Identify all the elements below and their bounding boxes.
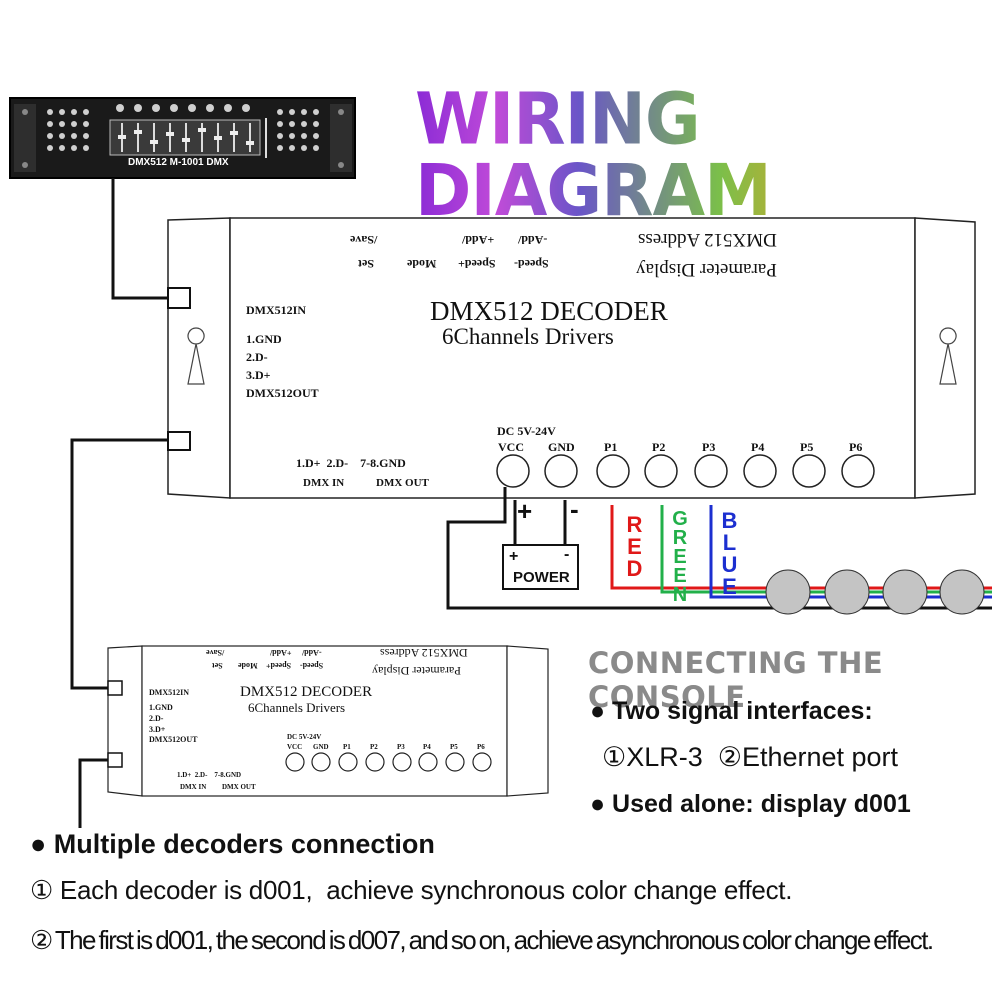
power-supply [502,544,579,590]
parameter-display-label: Parameter Display [636,259,777,280]
terminal-p2-label: P2 [652,440,666,454]
terminal-gnd-label: GND [548,440,575,454]
terminal-p4-label: P4 [751,440,765,454]
small-terminal-gnd: GND [313,743,329,751]
mode-button-label: Mode [407,257,437,271]
multiple-line-1: ① Each decoder is d001, achieve synchron… [30,875,793,905]
save-button-label: /Save [350,233,378,247]
dc-voltage-label: DC 5V-24V [497,424,556,438]
small-add-plus-label: +Add/ [270,648,292,657]
small-terminal-p5: P5 [450,743,458,751]
small-dc-label: DC 5V-24V [287,733,322,741]
terminal-p5-label: P5 [800,440,814,454]
small-decoder-subtitle: 6Channels Drivers [248,700,346,715]
power-minus-label: - [564,546,570,563]
pin1-label: 1.GND [246,332,282,346]
small-save-label: /Save [206,648,225,657]
small-terminal-p3: P3 [397,743,405,751]
red-wire-label: RED [622,512,647,578]
small-dmx-address-label: DMX512 Address [380,646,468,660]
interface-options: ①XLR-3 ②Ethernet port [602,742,899,772]
bottom-dmx-in-label: DMX IN [303,477,345,489]
small-dmx-in-label: DMX512IN [149,688,189,697]
minus-wire-label: - [570,494,579,524]
small-terminal-vcc: VCC [287,743,303,751]
led-pixels [765,569,985,615]
multiple-decoders-heading: ● Multiple decoders connection [30,829,435,859]
small-terminal-p6: P6 [477,743,485,751]
small-speed-plus-label: Speed+ [266,661,292,670]
small-pin1-label: 1.GND [149,703,173,712]
add-plus-label: +Add/ [462,233,495,247]
terminal-vcc-label: VCC [498,440,524,454]
small-bottom-out: DMX OUT [222,783,256,791]
blue-wire-label: BLUE [717,508,742,596]
dmx-address-label: DMX512 Address [638,229,777,250]
small-add-minus-label: -Add/ [302,648,322,657]
small-decoder-name: DMX512 DECODER [240,684,373,700]
power-label: POWER [513,569,570,586]
two-signal-interfaces: ● Two signal interfaces: [590,697,873,725]
add-minus-label: -Add/ [518,233,548,247]
speed-plus-label: Speed+ [458,257,496,271]
small-bottom-in: DMX IN [180,783,207,791]
decoder-main [167,217,976,499]
speed-minus-label: Speed- [514,257,549,271]
dmx-out-label: DMX512OUT [246,386,319,400]
dmx-in-label: DMX512IN [246,303,306,317]
power-plus-label: + [509,548,519,565]
pin3-label: 3.D+ [246,368,271,382]
small-pin2-label: 2.D- [149,714,164,723]
used-alone-note: ● Used alone: display d001 [590,790,911,818]
terminal-p3-label: P3 [702,440,716,454]
plus-wire-label: + [517,496,533,526]
small-terminal-p2: P2 [370,743,378,751]
small-speed-minus-label: Speed- [300,661,324,670]
small-dmx-out-label: DMX512OUT [149,735,198,744]
decoder-name: DMX512 DECODER [430,296,668,326]
decoder-subtitle: 6Channels Drivers [442,324,614,349]
decoder-second [107,645,549,797]
green-wire-label: GREEN [669,508,691,603]
page-title: WIRING DIAGRAM [415,84,1000,228]
console-brand-label: DMX512 M-1001 DMX [128,157,229,168]
small-pin3-label: 3.D+ [149,725,166,734]
bottom-pins-label: 1.D+ 2.D- 7-8.GND [296,456,406,470]
small-terminal-p1: P1 [343,743,351,751]
multiple-line-2: ② The first is d001, the second is d007,… [30,925,934,955]
small-set-label: Set [212,661,223,670]
connecting-heading: CONNECTING THE CONSOLE [588,646,884,714]
small-terminal-p4: P4 [423,743,431,751]
terminal-p1-label: P1 [604,440,618,454]
dmx-console [9,97,356,179]
bottom-dmx-out-label: DMX OUT [376,477,429,489]
small-bottom-pins: 1.D+ 2.D- 7-8.GND [177,771,242,779]
small-parameter-display-label: Parameter Display [372,664,461,678]
small-mode-label: Mode [238,661,258,670]
terminal-p6-label: P6 [849,440,863,454]
set-button-label: Set [358,257,374,271]
pin2-label: 2.D- [246,350,268,364]
